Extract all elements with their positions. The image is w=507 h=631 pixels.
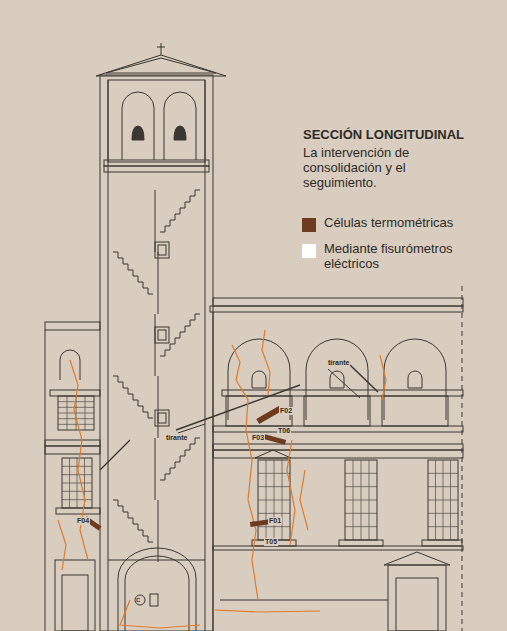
callout-label: F03 — [251, 434, 265, 442]
callout-label: T05 — [264, 538, 278, 546]
stair-wall — [158, 500, 159, 562]
stair-flight — [160, 314, 200, 356]
callout-label: F02 — [279, 407, 293, 415]
legend-text: Mediante fisurómetros eléctricos — [324, 241, 484, 271]
stair-flight — [160, 438, 200, 480]
callout-label: T06 — [277, 427, 291, 435]
callout-label: F01 — [268, 517, 282, 525]
legend-swatch — [302, 244, 316, 258]
title: SECCIÓN LONGITUDINAL — [303, 127, 464, 142]
stair-flight — [113, 500, 153, 542]
callout-label: tirante — [165, 434, 188, 442]
callout-label: C — [135, 596, 141, 604]
stair-flight — [160, 190, 200, 232]
legend-text: Células termométricas — [324, 215, 484, 230]
stair-wall — [158, 376, 159, 438]
callout-label: F04 — [76, 517, 90, 525]
callout-label: tirante — [327, 359, 350, 367]
stair-flight — [113, 252, 153, 294]
legend-swatch — [302, 218, 316, 232]
stair-wall — [158, 252, 159, 314]
stair-wall — [155, 438, 156, 500]
stair-flight — [113, 376, 153, 418]
stair-wall — [155, 314, 156, 376]
stair-wall — [155, 190, 156, 252]
caption: La intervención de consolidación y el se… — [303, 145, 453, 190]
